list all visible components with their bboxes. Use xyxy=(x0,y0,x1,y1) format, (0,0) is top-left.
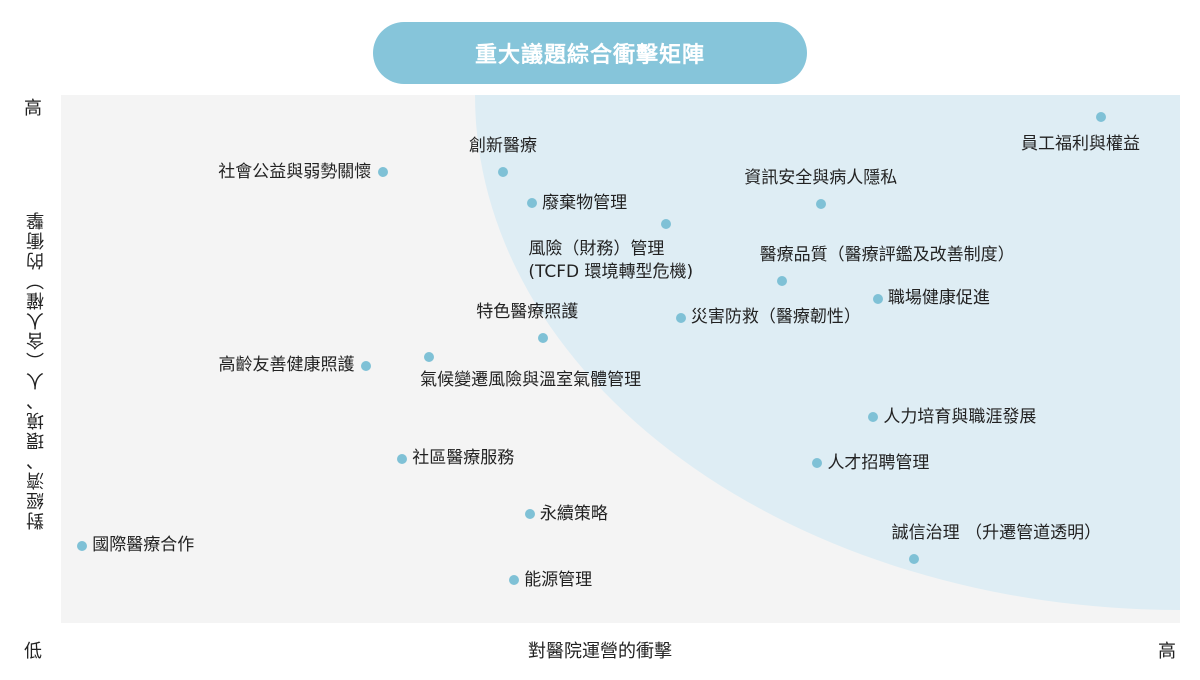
data-point xyxy=(661,218,672,229)
data-point-label: 資訊安全與病人隱私 xyxy=(744,167,898,188)
x-axis-title: 對醫院運營的衝擊 xyxy=(528,641,672,662)
data-point xyxy=(524,509,535,520)
x-axis-high-label: 高 xyxy=(1158,641,1176,662)
data-point xyxy=(868,412,879,423)
data-point xyxy=(872,293,883,304)
data-point xyxy=(361,360,372,371)
data-point xyxy=(509,575,520,586)
high-impact-zone xyxy=(475,95,1180,610)
data-point-label: 職場健康促進 xyxy=(887,288,990,309)
data-point-label: 社會公益與弱勢關懷 xyxy=(218,161,372,182)
data-point xyxy=(908,554,919,565)
data-point xyxy=(815,198,826,209)
data-point-label: 誠信治理 （升遷管道透明） xyxy=(891,523,1102,544)
data-point-label: 社區醫療服務 xyxy=(412,448,515,469)
data-point-label: 特色醫療照護 xyxy=(476,301,579,322)
plot-area: 員工福利與權益社會公益與弱勢關懷 創新醫療廢棄物管理 資訊安全與病人隱私風險（財務）… xyxy=(61,95,1180,623)
data-point-label: 高齡友善健康照護 xyxy=(218,355,355,376)
data-point xyxy=(77,540,88,551)
data-point xyxy=(1095,112,1106,123)
x-axis-low-label: 低 xyxy=(24,641,42,662)
data-point xyxy=(675,312,686,323)
data-point xyxy=(527,198,538,209)
data-point-label: 風險（財務）管理 (TCFD 環境轉型危機) xyxy=(528,238,694,282)
data-point-label: 能源管理 xyxy=(524,569,593,590)
data-point-label: 創新醫療 xyxy=(469,136,537,157)
data-point xyxy=(378,167,389,178)
y-axis-title: 對經濟、環境、人（含人權）的衝擊 xyxy=(26,210,47,530)
data-point-label: 國際醫療合作 xyxy=(92,535,195,556)
data-point xyxy=(397,453,408,464)
data-point-label: 人力培育與職涯發展 xyxy=(883,406,1037,427)
data-point-label: 員工福利與權益 xyxy=(1021,134,1141,155)
chart-title: 重大議題綜合衝擊矩陣 xyxy=(373,22,807,84)
data-point xyxy=(776,275,787,286)
data-point-label: 廢棄物管理 xyxy=(542,192,628,213)
data-point-label: 醫療品質（醫療評鑑及改善制度） xyxy=(759,244,1015,265)
high-impact-zone-layer xyxy=(475,95,1180,610)
data-point xyxy=(812,458,823,469)
data-point xyxy=(424,351,435,362)
data-point-label: 氣候變遷風險與溫室氣體管理 xyxy=(420,369,642,390)
data-point-label: 人才招聘管理 xyxy=(827,452,930,473)
y-axis-high-label: 高 xyxy=(24,98,42,119)
data-point-label: 永續策略 xyxy=(539,503,608,524)
data-point-label: 災害防救（醫療韌性） xyxy=(690,307,861,328)
y-axis-title-wrap: 對經濟、環境、人（含人權）的衝擊 xyxy=(22,150,52,590)
data-point xyxy=(498,167,508,178)
data-point xyxy=(538,332,549,343)
